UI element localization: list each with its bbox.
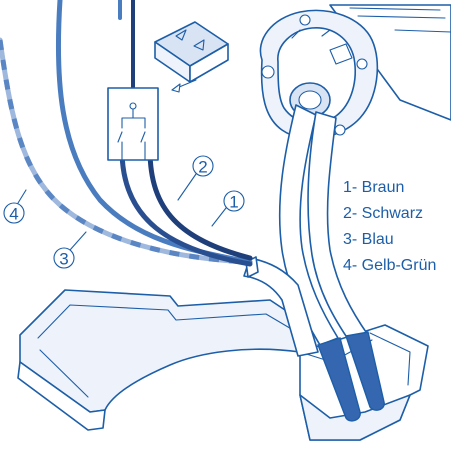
callout-2: 2 bbox=[177, 155, 214, 201]
main-cable bbox=[243, 256, 319, 357]
svg-text:2: 2 bbox=[198, 158, 207, 177]
legend-item-brown: 1- Braun bbox=[343, 179, 404, 196]
connector-sleeve-right bbox=[345, 331, 385, 411]
callout-1: 1 bbox=[211, 190, 245, 227]
callouts: 1 2 3 4 bbox=[3, 155, 245, 269]
svg-text:3: 3 bbox=[59, 250, 68, 269]
wire-brown bbox=[119, 147, 253, 267]
callout-4: 4 bbox=[3, 189, 27, 224]
legend-item-black: 2- Schwarz bbox=[343, 205, 423, 222]
switch-box bbox=[107, 87, 159, 161]
svg-text:1: 1 bbox=[229, 193, 238, 212]
wire-black bbox=[147, 147, 253, 261]
connector-sleeve-left bbox=[317, 337, 361, 422]
terminal-box bbox=[17, 289, 331, 431]
wires bbox=[0, 0, 253, 267]
svg-text:4: 4 bbox=[9, 205, 18, 224]
legend-item-blue: 3- Blau bbox=[343, 231, 394, 248]
legend: 1- Braun 2- Schwarz 3- Blau 4- Gelb-Grün bbox=[343, 179, 436, 274]
callout-3: 3 bbox=[53, 231, 87, 269]
motor bbox=[259, 4, 451, 140]
wall-switch bbox=[154, 21, 229, 93]
legend-item-yellow-green: 4- Gelb-Grün bbox=[343, 257, 436, 274]
